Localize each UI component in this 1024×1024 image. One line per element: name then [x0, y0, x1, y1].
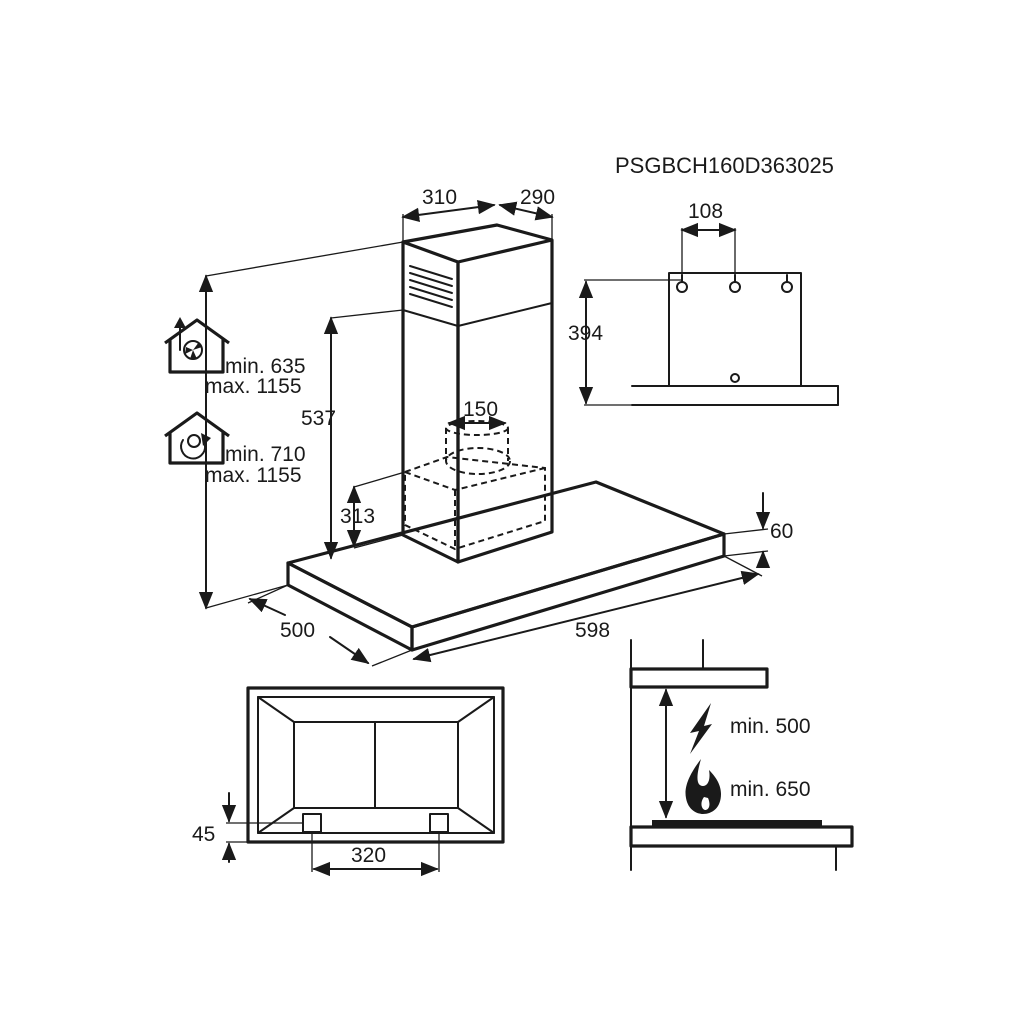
model-code: PSGBCH160D363025	[615, 153, 834, 178]
dim-chimney-depth: 290	[520, 186, 555, 209]
outlet-left	[302, 813, 322, 833]
clearance-side-view: min. 500 min. 650	[629, 639, 854, 871]
dim-duct-diameter: 150	[463, 398, 498, 421]
dim-chimney-width: 310	[422, 186, 457, 209]
chimney-front	[401, 240, 460, 564]
hob-profile	[629, 825, 854, 848]
dim-outlet-offset: 45	[192, 823, 215, 846]
house-recirculation-fan-icon	[164, 411, 230, 465]
dim-canopy-thickness: 60	[770, 520, 793, 543]
vent-grille	[409, 265, 453, 308]
main-dimensions: 310 290 537 313 150 60 500 598	[198, 186, 793, 667]
hood-isometric-view	[286, 223, 726, 652]
chimney-top-edge	[402, 223, 553, 244]
lightning-icon	[690, 703, 712, 754]
recirculation-min: min. 710	[225, 443, 306, 466]
clearance-gas: min. 650	[730, 778, 811, 801]
dim-lower-chimney: 313	[340, 505, 375, 528]
chimney-split-side	[457, 302, 553, 327]
dim-canopy-depth: 500	[280, 619, 315, 642]
hood-bottom-view: 45 320	[192, 686, 505, 877]
outlet-right	[429, 813, 449, 833]
bracket-keyholes	[676, 274, 793, 383]
wall-bracket-plate	[668, 272, 802, 387]
dim-bracket-height: 394	[568, 322, 603, 345]
flame-icon	[685, 759, 721, 814]
dim-upper-chimney: 537	[301, 407, 336, 430]
extraction-min: min. 635	[225, 355, 306, 378]
recirculation-group: min. 710 max. 1155	[164, 411, 306, 487]
dim-bracket-spacing: 108	[688, 200, 723, 223]
clearance-electric: min. 500	[730, 715, 811, 738]
dim-canopy-width: 598	[575, 619, 610, 642]
dim-outlet-spacing: 320	[351, 844, 386, 867]
house-extraction-fan-icon	[164, 317, 230, 374]
extraction-max: max. 1155	[205, 375, 302, 398]
extraction-group: min. 635 max. 1155	[164, 317, 306, 398]
motor-housing-hidden	[404, 420, 546, 551]
bracket-detail: 108 394	[568, 200, 839, 406]
hood-side-profile	[629, 667, 769, 689]
recirculation-max: max. 1155	[205, 464, 302, 487]
chimney-side	[456, 238, 554, 564]
chimney-split-front	[402, 309, 459, 327]
